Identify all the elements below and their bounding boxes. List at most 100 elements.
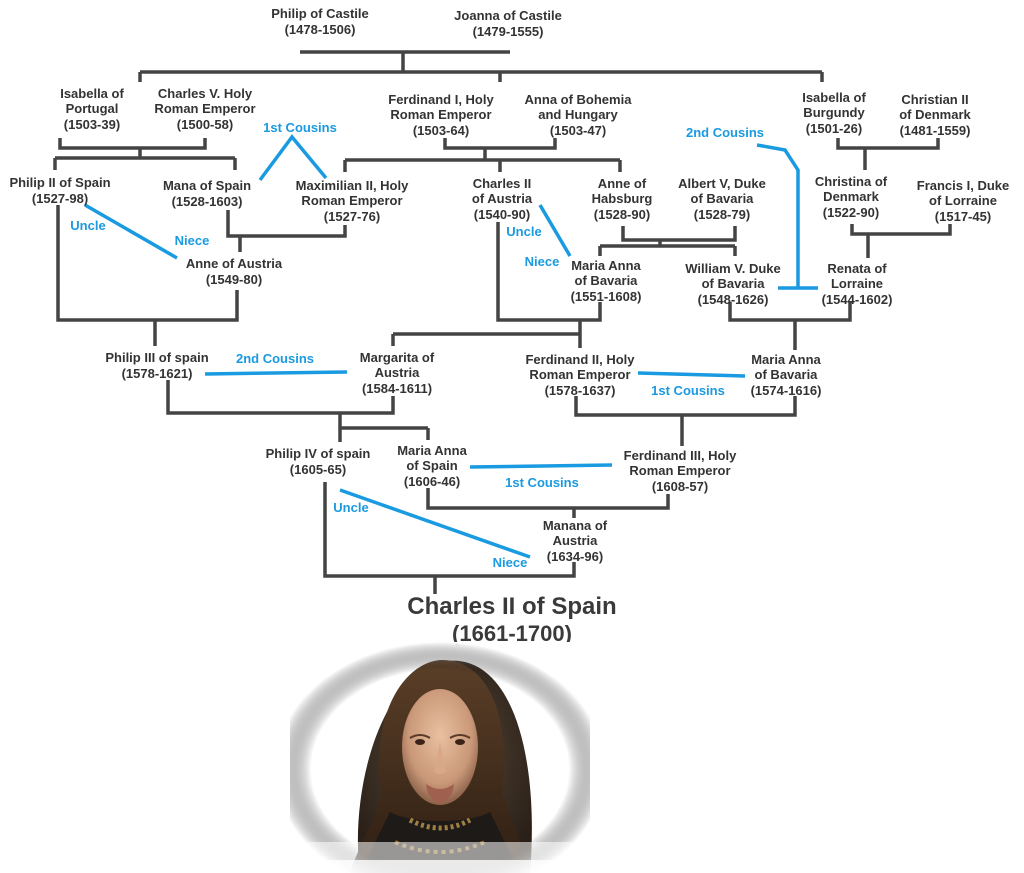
person-name: Anna of Bohemia and Hungary — [524, 92, 632, 122]
person-philip-of-castile: Philip of Castile (1478-1506) — [271, 6, 369, 37]
relation-label-uncle: Uncle — [333, 500, 369, 515]
person-dates: (1608-57) — [651, 479, 709, 494]
person-renata-of-lorraine: Renata of Lorraine (1544-1602) — [822, 261, 893, 307]
person-name: Philip III of spain — [105, 350, 209, 365]
person-dates: (1549-80) — [205, 272, 263, 287]
person-dates: (1584-1611) — [361, 381, 433, 396]
person-isabella-of-burgundy: Isabella of Burgundy (1501-26) — [802, 90, 866, 136]
person-margarita-of-austria: Margarita of Austria (1584-1611) — [360, 350, 434, 396]
person-joanna-of-castile: Joanna of Castile (1479-1555) — [454, 8, 562, 39]
person-name: Maria Anna of Bavaria — [751, 352, 821, 382]
person-william-v: William V. Duke of Bavaria (1548-1626) — [685, 261, 781, 307]
person-philip-ii-of-spain: Philip II of Spain (1527-98) — [9, 175, 110, 206]
person-philip-iii-of-spain: Philip III of spain (1578-1621) — [105, 350, 208, 381]
main-subject-dates: (1661-1700) — [452, 621, 572, 646]
person-name: Charles II of Austria — [471, 176, 533, 206]
person-francis-i: Francis I, Duke of Lorraine (1517-45) — [917, 178, 1009, 224]
main-subject-title: Charles II of Spain (1661-1700) — [407, 593, 616, 647]
person-dates: (1479-1555) — [472, 24, 544, 39]
person-name: Albert V, Duke of Bavaria — [678, 176, 766, 206]
person-dates: (1578-1621) — [121, 366, 193, 381]
person-dates: (1540-90) — [473, 207, 531, 222]
person-maria-anna-of-bavaria-1574: Maria Anna of Bavaria (1574-1616) — [751, 352, 822, 398]
person-name: Joanna of Castile — [454, 8, 562, 23]
person-name: Francis I, Duke of Lorraine — [916, 178, 1010, 208]
person-charles-ii-of-austria: Charles II of Austria (1540-90) — [472, 176, 532, 222]
person-dates: (1551-1608) — [570, 289, 642, 304]
person-name: Philip of Castile — [271, 6, 369, 21]
person-christina-of-denmark: Christina of Denmark (1522-90) — [815, 174, 887, 220]
person-maria-anna-of-bavaria-1551: Maria Anna of Bavaria (1551-1608) — [571, 258, 642, 304]
person-dates: (1548-1626) — [697, 292, 769, 307]
relation-label-first-cousins: 1st Cousins — [505, 475, 579, 490]
person-name: Manana of Austria — [542, 518, 608, 548]
person-name: Renata of Lorraine — [827, 261, 887, 291]
person-manana-of-austria: Manana of Austria (1634-96) — [543, 518, 607, 564]
person-dates: (1578-1637) — [544, 383, 616, 398]
person-name: Margarita of Austria — [359, 350, 435, 380]
person-name: Maria Anna of Spain — [397, 443, 467, 473]
person-name: Anne of Habsburg — [591, 176, 653, 206]
person-dates: (1501-26) — [805, 121, 863, 136]
relation-label-niece: Niece — [174, 233, 210, 248]
person-dates: (1522-90) — [822, 205, 880, 220]
person-dates: (1500-58) — [176, 117, 234, 132]
person-christian-ii: Christian II of Denmark (1481-1559) — [899, 92, 971, 138]
relation-label-niece: Niece — [492, 555, 528, 570]
person-dates: (1606-46) — [403, 474, 461, 489]
relation-label-second-cousins: 2nd Cousins — [685, 125, 765, 140]
person-maria-anna-of-spain: Maria Anna of Spain (1606-46) — [397, 443, 467, 489]
person-name: Ferdinand II, Holy Roman Emperor — [525, 352, 635, 382]
person-name: Charles V. Holy Roman Emperor — [154, 86, 256, 116]
person-dates: (1503-39) — [63, 117, 121, 132]
person-dates: (1528-90) — [593, 207, 651, 222]
person-dates: (1527-98) — [31, 191, 89, 206]
portrait-image — [290, 642, 590, 873]
person-dates: (1528-1603) — [171, 194, 243, 209]
relation-label-uncle: Uncle — [506, 224, 542, 239]
person-anne-of-habsburg: Anne of Habsburg (1528-90) — [592, 176, 653, 222]
person-philip-iv-of-spain: Philip IV of spain (1605-65) — [266, 446, 371, 477]
person-name: Ferdinand III, Holy Roman Emperor — [623, 448, 737, 478]
person-name: Isabella of Portugal — [60, 86, 124, 116]
relation-label-uncle: Uncle — [70, 218, 106, 233]
person-name: Philip II of Spain — [9, 175, 111, 190]
person-ferdinand-iii: Ferdinand III, Holy Roman Emperor (1608-… — [624, 448, 737, 494]
person-dates: (1503-64) — [412, 123, 470, 138]
person-dates: (1503-47) — [549, 123, 607, 138]
person-dates: (1527-76) — [323, 209, 381, 224]
person-ferdinand-i: Ferdinand I, Holy Roman Emperor (1503-64… — [388, 92, 493, 138]
person-name: Isabella of Burgundy — [802, 90, 866, 120]
relation-label-second-cousins: 2nd Cousins — [235, 351, 315, 366]
person-name: Christina of Denmark — [814, 174, 888, 204]
person-charles-v: Charles V. Holy Roman Emperor (1500-58) — [154, 86, 255, 132]
person-name: Maximilian II, Holy Roman Emperor — [295, 178, 409, 208]
person-name: Mana of Spain — [162, 178, 252, 193]
person-name: Maria Anna of Bavaria — [571, 258, 641, 288]
person-anna-of-bohemia: Anna of Bohemia and Hungary (1503-47) — [525, 92, 632, 138]
person-dates: (1478-1506) — [284, 22, 356, 37]
person-dates: (1634-96) — [546, 549, 604, 564]
person-name: Christian II of Denmark — [899, 92, 971, 122]
person-maximilian-ii: Maximilian II, Holy Roman Emperor (1527-… — [296, 178, 409, 224]
person-dates: (1544-1602) — [821, 292, 893, 307]
person-dates: (1605-65) — [289, 462, 347, 477]
main-subject-name: Charles II of Spain — [407, 593, 617, 620]
person-name: Anne of Austria — [185, 256, 283, 271]
person-isabella-of-portugal: Isabella of Portugal (1503-39) — [60, 86, 124, 132]
person-dates: (1481-1559) — [899, 123, 971, 138]
person-mana-of-spain: Mana of Spain (1528-1603) — [163, 178, 251, 209]
person-dates: (1574-1616) — [750, 383, 822, 398]
person-dates: (1528-79) — [693, 207, 751, 222]
person-name: William V. Duke of Bavaria — [685, 261, 781, 291]
person-dates: (1517-45) — [934, 209, 992, 224]
relation-label-first-cousins: 1st Cousins — [651, 383, 725, 398]
person-name: Ferdinand I, Holy Roman Emperor — [388, 92, 494, 122]
person-ferdinand-ii: Ferdinand II, Holy Roman Emperor (1578-1… — [525, 352, 634, 398]
person-name: Philip IV of spain — [265, 446, 371, 461]
relation-label-first-cousins: 1st Cousins — [263, 120, 337, 135]
relation-label-niece: Niece — [524, 254, 560, 269]
person-albert-v: Albert V, Duke of Bavaria (1528-79) — [678, 176, 766, 222]
